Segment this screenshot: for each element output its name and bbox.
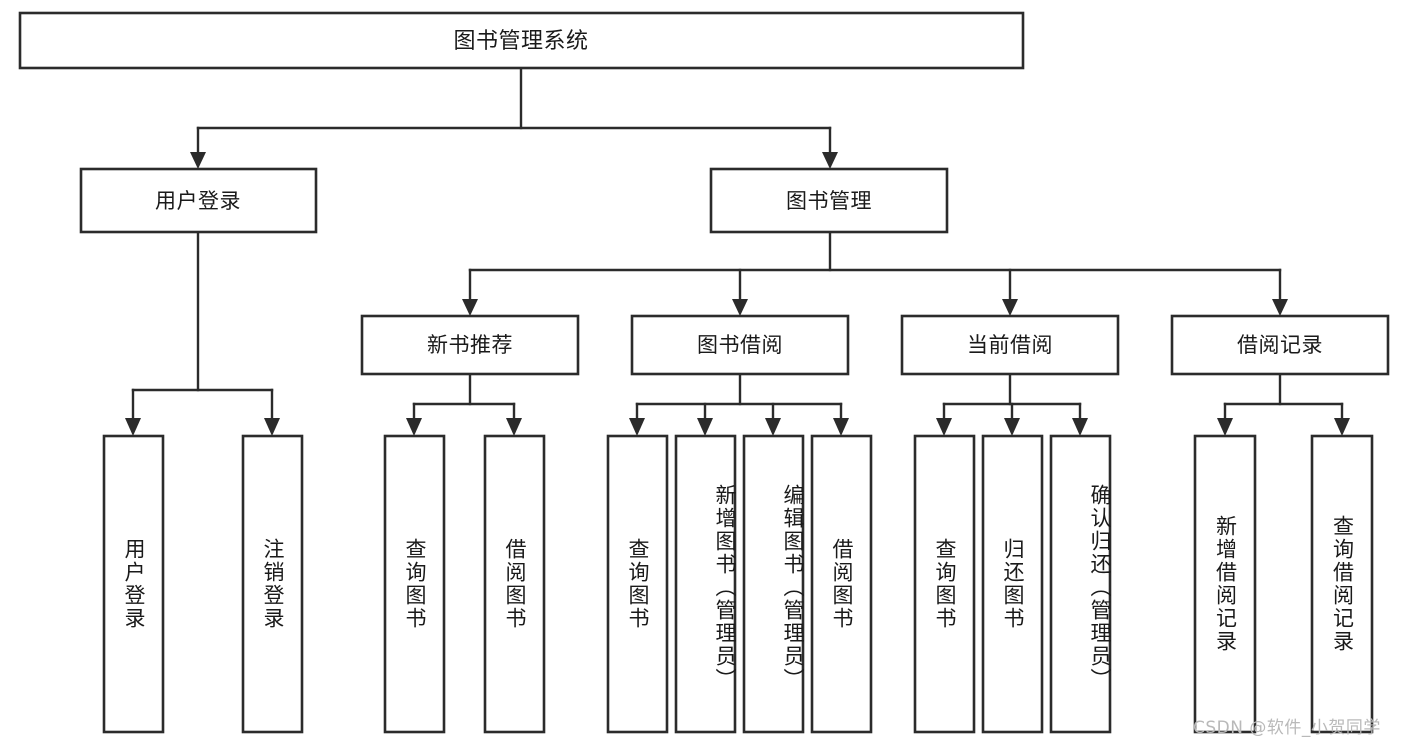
arrow-head-icon: [264, 418, 280, 436]
connector-newbook-to-leaves: [406, 372, 522, 436]
node-leaf-query-book-2[interactable]: [606, 434, 669, 734]
node-borrow-record[interactable]: 借阅记录: [1170, 314, 1390, 376]
node-new-book-recommend-label: 新书推荐: [427, 333, 513, 357]
connector-bookborrow-to-leaves: [629, 372, 849, 436]
arrow-head-icon: [1272, 299, 1288, 316]
connector-root-to-level2: [190, 66, 838, 169]
leaf-boxes: [102, 434, 1374, 734]
node-borrow-record-label: 借阅记录: [1237, 333, 1323, 357]
arrow-head-icon: [506, 418, 522, 436]
node-book-borrow[interactable]: 图书借阅: [630, 314, 850, 376]
arrow-head-icon: [1072, 418, 1088, 436]
arrow-head-icon: [1004, 418, 1020, 436]
node-leaf-confirm-return[interactable]: [1049, 434, 1112, 734]
node-leaf-query-book-3[interactable]: [913, 434, 976, 734]
connector-bookmanage-to-level3: [462, 230, 1288, 316]
arrow-head-icon: [629, 418, 645, 436]
node-current-borrow[interactable]: 当前借阅: [900, 314, 1120, 376]
connector-borrowrecord-to-leaves: [1217, 372, 1350, 436]
node-user-login[interactable]: 用户登录: [79, 167, 318, 234]
arrow-head-icon: [765, 418, 781, 436]
node-leaf-query-record[interactable]: [1310, 434, 1374, 734]
node-user-login-label: 用户登录: [155, 189, 241, 213]
csdn-watermark: CSDN @软件_小贺同学: [1193, 718, 1381, 738]
node-leaf-add-book[interactable]: [674, 434, 737, 734]
arrow-head-icon: [833, 418, 849, 436]
arrow-head-icon: [1217, 418, 1233, 436]
node-book-manage-label: 图书管理: [786, 189, 872, 213]
arrow-head-icon: [406, 418, 422, 436]
node-current-borrow-label: 当前借阅: [967, 333, 1053, 357]
arrow-head-icon: [822, 152, 838, 169]
arrow-head-icon: [1002, 299, 1018, 316]
node-leaf-user-login[interactable]: [102, 434, 165, 734]
node-leaf-edit-book[interactable]: [742, 434, 805, 734]
connector-userlogin-to-leaves: [125, 230, 280, 436]
arrow-head-icon: [125, 418, 141, 436]
arrow-head-icon: [936, 418, 952, 436]
node-leaf-borrow-book-2[interactable]: [810, 434, 873, 734]
node-leaf-query-book-1[interactable]: [383, 434, 446, 734]
arrow-head-icon: [1334, 418, 1350, 436]
node-leaf-return-book[interactable]: [981, 434, 1044, 734]
node-book-borrow-label: 图书借阅: [697, 333, 783, 357]
arrow-head-icon: [190, 152, 206, 169]
arrow-head-icon: [697, 418, 713, 436]
connector-currentborrow-to-leaves: [936, 372, 1088, 436]
node-leaf-logout-login[interactable]: [241, 434, 304, 734]
node-new-book-recommend[interactable]: 新书推荐: [360, 314, 580, 376]
arrow-head-icon: [732, 299, 748, 316]
node-root[interactable]: 图书管理系统: [18, 11, 1025, 70]
node-leaf-borrow-book-1[interactable]: [483, 434, 546, 734]
arrow-head-icon: [462, 299, 478, 316]
node-leaf-add-record[interactable]: [1193, 434, 1257, 734]
node-root-label: 图书管理系统: [453, 29, 588, 54]
node-book-manage[interactable]: 图书管理: [709, 167, 949, 234]
